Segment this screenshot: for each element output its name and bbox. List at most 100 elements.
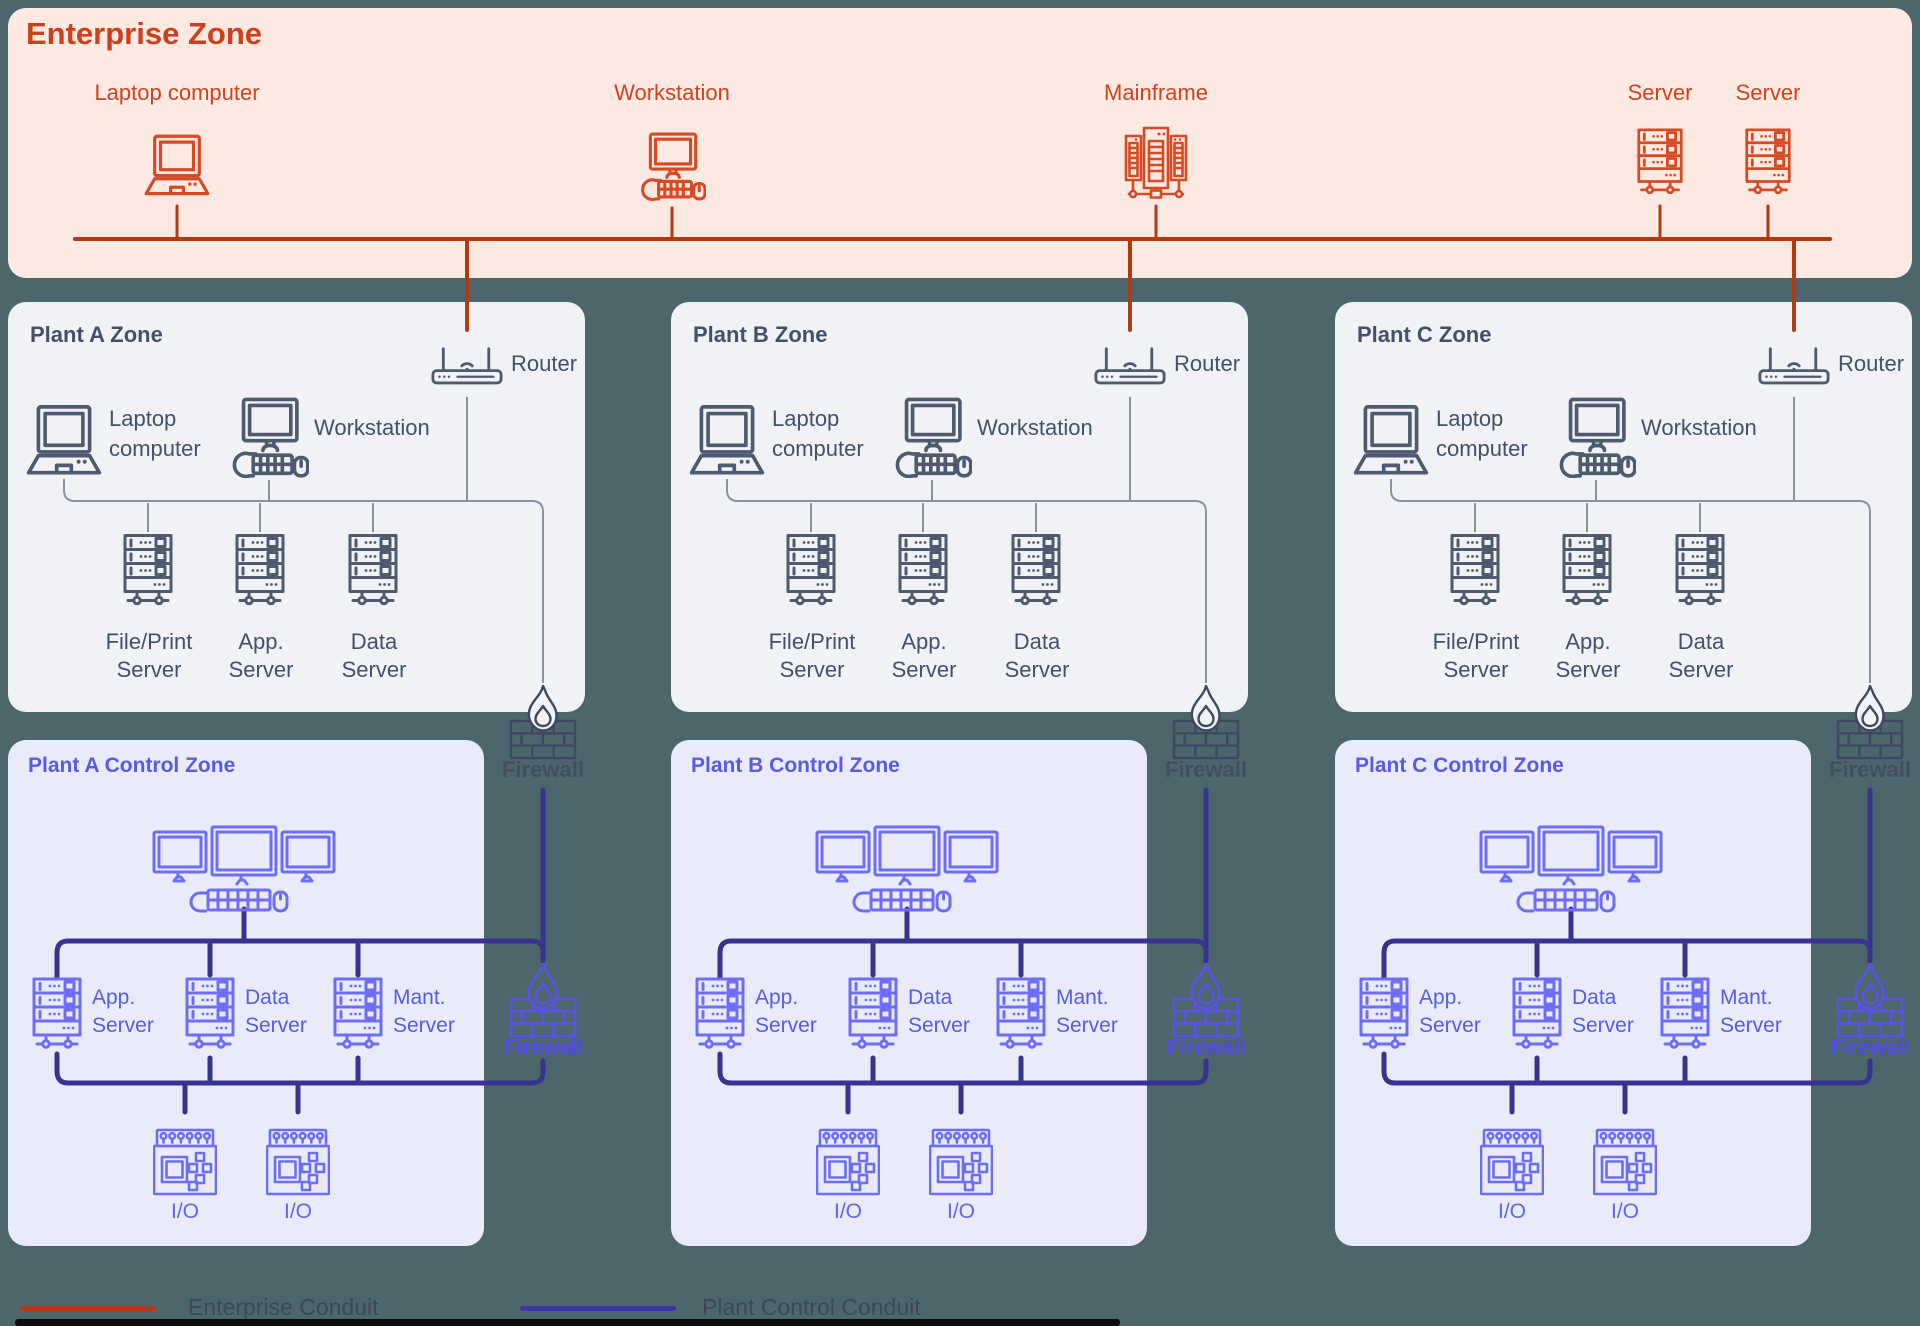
data-server-icon xyxy=(1511,976,1563,1056)
data-server-icon xyxy=(847,976,899,1056)
workstation-label: Workstation xyxy=(314,415,430,440)
server-icon xyxy=(1636,122,1684,206)
router-label: Router xyxy=(1838,351,1905,376)
app-server-label: App.Server xyxy=(228,629,294,682)
app-server-icon xyxy=(897,533,949,612)
plant-a-zone-title: Plant A Zone xyxy=(30,322,163,347)
control-firewall-label: Firewall xyxy=(1830,1036,1910,1059)
laptop-icon xyxy=(25,402,103,480)
server-label: Server xyxy=(1627,80,1693,105)
laptop-icon xyxy=(688,402,766,480)
mant-server-label: Mant.Server xyxy=(1720,986,1782,1037)
control-firewall-icon xyxy=(1172,962,1240,1038)
data-server-icon xyxy=(184,976,236,1056)
horizontal-scrollbar-thumb[interactable] xyxy=(15,1319,1120,1326)
router-icon xyxy=(1094,334,1166,394)
mant-server-icon xyxy=(1659,976,1711,1056)
workstation-icon xyxy=(1556,396,1636,478)
file-print-server-icon xyxy=(122,533,174,612)
io-module-icon xyxy=(816,1128,880,1196)
io-label: I/O xyxy=(1497,1200,1527,1223)
hmi-workstation-icon xyxy=(152,824,336,916)
io-label: I/O xyxy=(833,1200,863,1223)
app-server-label: App.Server xyxy=(92,986,154,1037)
enterprise-conduit-swatch xyxy=(20,1306,156,1311)
control-firewall-icon xyxy=(509,962,577,1038)
app-server-icon xyxy=(694,976,746,1056)
app-server-label: App.Server xyxy=(891,629,957,682)
router-icon xyxy=(1758,334,1830,394)
data-server-icon xyxy=(347,533,399,612)
app-server-icon xyxy=(31,976,83,1056)
plant-c-zone-title: Plant C Zone xyxy=(1357,322,1492,347)
workstation-label: Workstation xyxy=(977,415,1093,440)
io-label: I/O xyxy=(283,1200,313,1223)
firewall-icon xyxy=(1836,684,1904,760)
plant-b-zone-title: Plant B Zone xyxy=(693,322,828,347)
enterprise-zone-title: Enterprise Zone xyxy=(26,16,262,51)
io-label: I/O xyxy=(1610,1200,1640,1223)
server-icon-label: Server xyxy=(1735,80,1801,105)
data-server-icon xyxy=(1674,533,1726,612)
plant-a-control-zone-title: Plant A Control Zone xyxy=(28,754,236,777)
app-server-label: App.Server xyxy=(1419,986,1481,1037)
workstation-icon xyxy=(638,124,706,208)
app-server-label: App.Server xyxy=(1555,629,1621,682)
mant-server-icon xyxy=(995,976,1047,1056)
router-label: Router xyxy=(1174,351,1241,376)
mainframe-label: Mainframe xyxy=(1104,80,1208,105)
laptop-label: Laptop computer xyxy=(94,80,260,105)
app-server-icon xyxy=(1561,533,1613,612)
app-server-icon xyxy=(234,533,286,612)
mant-server-label: Mant.Server xyxy=(1056,986,1118,1037)
router-label: Router xyxy=(511,351,578,376)
workstation-label: Workstation xyxy=(1641,415,1757,440)
data-server-icon xyxy=(1010,533,1062,612)
io-module-icon xyxy=(929,1128,993,1196)
io-label: I/O xyxy=(946,1200,976,1223)
workstation-icon xyxy=(892,396,972,478)
server-icon xyxy=(1744,122,1792,206)
workstation-label: Workstation xyxy=(614,80,730,105)
firewall-icon xyxy=(509,684,577,760)
mant-server-label: Mant.Server xyxy=(393,986,455,1037)
mainframe-icon xyxy=(1121,120,1191,206)
io-label: I/O xyxy=(170,1200,200,1223)
control-firewall-label: Firewall xyxy=(1166,1036,1246,1059)
plant-control-conduit-swatch xyxy=(520,1306,676,1311)
mant-server-icon xyxy=(332,976,384,1056)
plant-control-conduit-legend-label: Plant Control Conduit xyxy=(702,1294,921,1320)
io-module-icon xyxy=(153,1128,217,1196)
firewall-icon xyxy=(1172,684,1240,760)
laptop-icon xyxy=(1352,402,1430,480)
control-firewall-label: Firewall xyxy=(503,1036,583,1059)
plant-c-control-zone-title: Plant C Control Zone xyxy=(1355,754,1564,777)
router-icon xyxy=(431,334,503,394)
file-print-server-icon xyxy=(785,533,837,612)
laptop-icon xyxy=(143,126,211,206)
control-firewall-icon xyxy=(1836,962,1904,1038)
workstation-icon xyxy=(229,396,309,478)
io-module-icon xyxy=(266,1128,330,1196)
io-module-icon xyxy=(1593,1128,1657,1196)
io-module-icon xyxy=(1480,1128,1544,1196)
enterprise-conduit-legend-label: Enterprise Conduit xyxy=(188,1294,379,1320)
hmi-workstation-icon xyxy=(815,824,999,916)
firewall-label: Firewall xyxy=(1829,757,1911,782)
hmi-workstation-icon xyxy=(1479,824,1663,916)
app-server-icon xyxy=(1358,976,1410,1056)
plant-b-control-zone-title: Plant B Control Zone xyxy=(691,754,900,777)
